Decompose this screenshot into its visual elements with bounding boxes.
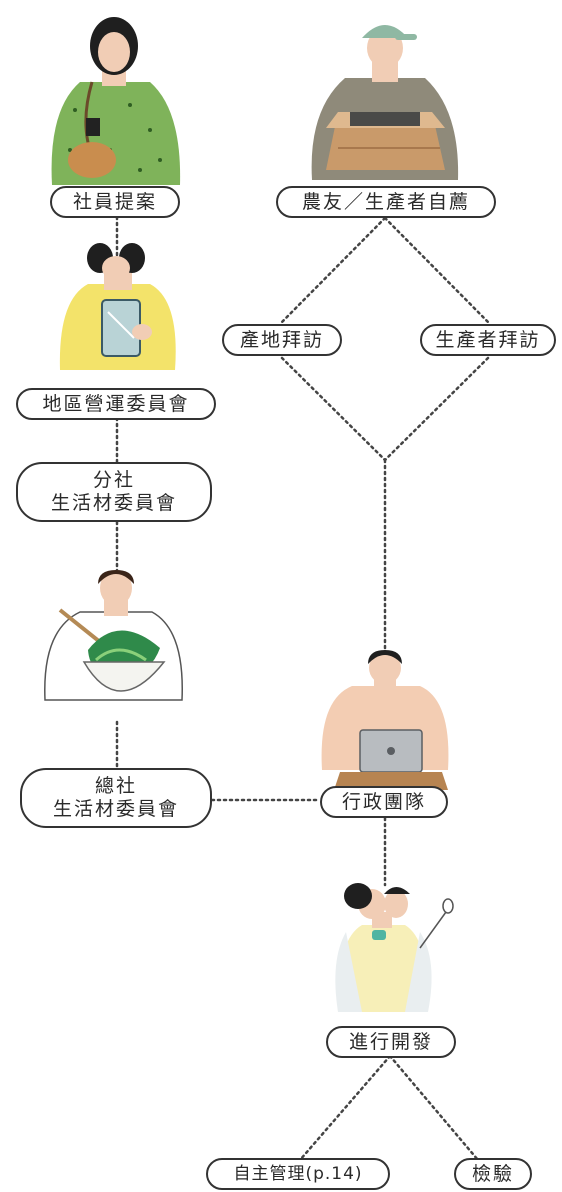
node-self-management: 自主管理(p.14) (206, 1158, 390, 1190)
node-branch-committee: 分社 生活材委員會 (16, 462, 212, 522)
cook-illustration-icon (44, 570, 183, 701)
node-hq-committee: 總社 生活材委員會 (20, 768, 212, 828)
connectors (115, 215, 490, 1162)
node-development: 進行開發 (326, 1026, 456, 1058)
connector-farmer-producervisit (383, 216, 490, 324)
connector-farmer-sitevisit (280, 216, 387, 324)
branch-committee-line1: 分社 (92, 469, 135, 492)
district-illustration-icon (59, 243, 176, 370)
connector-sitevisit-join (280, 356, 387, 462)
farmer-illustration-icon (311, 25, 459, 180)
admin-illustration-icon (321, 650, 449, 790)
hq-committee-line2: 生活材委員會 (52, 798, 179, 820)
node-producer-visit: 生產者拜訪 (420, 324, 556, 356)
node-admin-team: 行政團隊 (320, 786, 448, 818)
connector-dev-selfmgmt (298, 1054, 392, 1162)
node-district-committee: 地區營運委員會 (16, 388, 216, 420)
branch-committee-line2: 生活材委員會 (50, 492, 177, 514)
development-illustration-icon (335, 883, 454, 1012)
node-farmer-recommend: 農友／生產者自薦 (276, 186, 496, 218)
node-site-visit: 產地拜訪 (222, 324, 342, 356)
node-member-proposal: 社員提案 (50, 186, 180, 218)
hq-committee-line1: 總社 (94, 775, 137, 798)
node-inspection: 檢驗 (454, 1158, 532, 1190)
connector-dev-inspection (388, 1054, 480, 1162)
connector-producervisit-join (383, 356, 490, 462)
member-illustration-icon (51, 17, 181, 185)
